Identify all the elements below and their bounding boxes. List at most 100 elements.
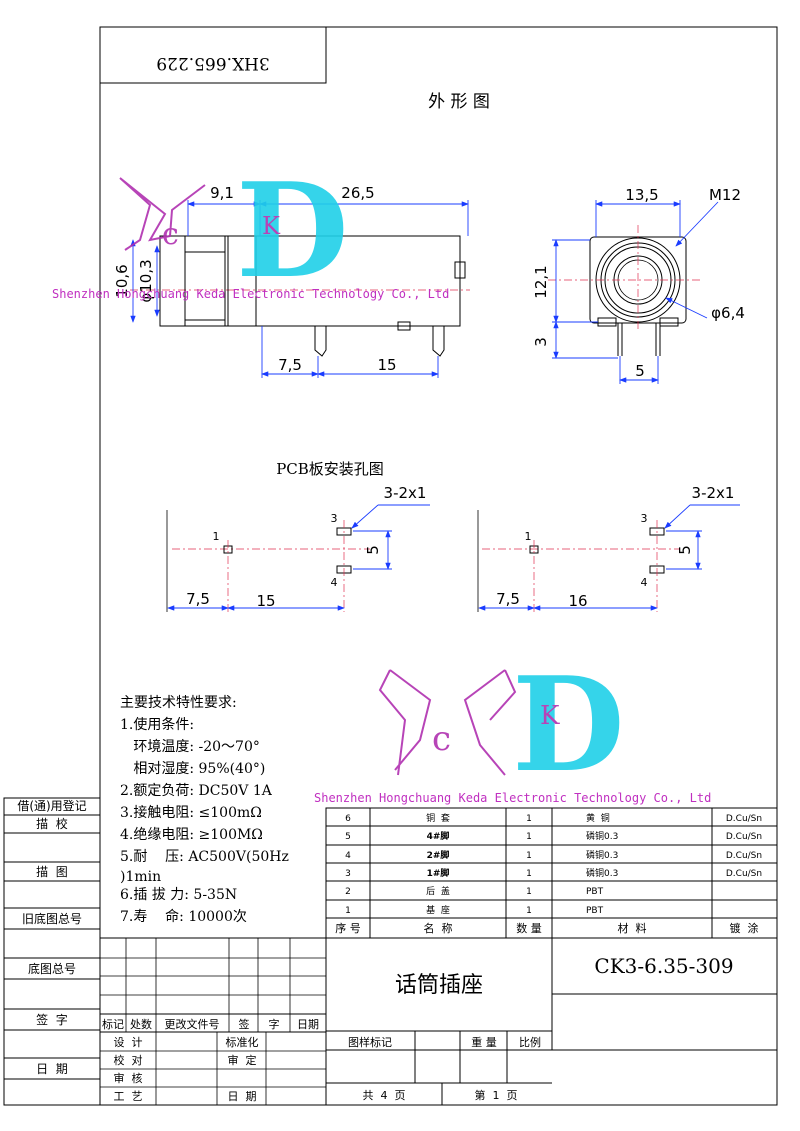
rev-header: 更改文件号 [165,1017,220,1031]
bom-cell: PBT [586,887,604,897]
bom-cell: 4 [345,851,351,861]
sheet-mark-label: 图样标记 [348,1035,392,1049]
bom-cell: D.Cu/Sn [726,869,762,879]
bom-cell: 3 [345,869,351,879]
logo-d-letter: D [512,648,625,801]
bom-header-cell: 序 号 [335,921,361,935]
weight-label: 重 量 [471,1035,497,1049]
pcb-right-pin-3: 3 [641,512,648,525]
bom-cell: 基 座 [426,904,450,916]
bom-cell: 6 [345,814,351,824]
spec-line: 3.接触电阻: ≤100mΩ [120,804,262,821]
model-number: CK3-6.35-309 [594,954,733,978]
bom-table: 6 铜 套 1 黄 铜 D.Cu/Sn 5 4#脚 1 磷铜0.3 D.Cu/S… [325,807,778,939]
product-name: 话筒插座 [395,973,483,998]
rev-header: 签 [239,1017,250,1031]
spec-line: 相对湿度: 95%(40°) [120,761,265,777]
front-view: 13,5 M12 12,1 3 φ6,4 5 [532,186,745,384]
dim-15: 15 [377,356,396,374]
bom-cell: 2#脚 [427,849,450,861]
pcb-title: PCB板安装孔图 [276,460,384,478]
bom-cell: 1 [526,851,532,861]
role-label: 标准化 [226,1035,259,1049]
dim-5: 5 [635,362,645,380]
rev-header: 日期 [297,1018,319,1031]
dim-13-5: 13,5 [625,186,658,204]
role-label: 设 计 [114,1036,143,1049]
bom-cell: D.Cu/Sn [726,832,762,842]
watermark-company-top: Shenzhen Hongchuang Keda Electronic Tech… [52,287,449,301]
role-label: 审 定 [228,1053,257,1067]
bom-cell: 铜 套 [426,812,450,824]
dim-3: 3 [532,337,550,347]
bom-cell: 1 [526,887,532,897]
pcb-right-callout: 3-2x1 [692,484,735,502]
side-label: 日 期 [36,1062,68,1076]
bom-cell: 黄 铜 [586,812,610,824]
spec-line: 6.插 拔 力: 5-35N [120,887,237,903]
watermark-logo-bottom: c D K [378,648,625,801]
spec-line: 7.寿 命: 10000次 [120,908,247,925]
bom-header-cell: 镀 涂 [730,921,759,935]
side-registration-strip: 借(通)用登记 描 校 描 图 旧底图总号 底图总号 签 字 日 期 [3,797,101,1106]
spec-line: 2.额定负荷: DC50V 1A [120,783,273,799]
bom-cell: 后 盖 [426,885,450,897]
logo-c-letter: c [432,719,451,759]
side-label: 借(通)用登记 [17,798,86,813]
pcb-left-pin-1: 1 [213,530,220,543]
pcb-left-pin-3: 3 [331,512,338,525]
sheet-border [99,26,778,1106]
rev-header: 处数 [130,1018,152,1031]
side-label: 签 字 [36,1012,68,1027]
watermark-company-bottom: Shenzhen Hongchuang Keda Electronic Tech… [314,791,711,805]
logo-c-letter: c [162,217,179,252]
dim-26-5: 26,5 [341,184,374,202]
dim-10-6: 10,6 [113,264,131,297]
logo-d-letter: D [236,154,349,307]
bom-header-cell: 材 料 [618,921,647,935]
drawing-number: 3HX.665.229 [156,53,269,73]
pcb-right-dim-16: 16 [568,592,587,610]
pcb-layout-left: 3-2x1 1 3 4 7,5 15 5 [166,484,430,612]
view-title: 外 形 图 [428,92,490,112]
spec-line: 环境温度: -20～70° [120,739,260,755]
spec-list: 主要技术特性要求: 1.使用条件: 环境温度: -20～70° 相对湿度: 95… [120,695,289,925]
bom-cell: D.Cu/Sn [726,851,762,861]
pcb-right-pin-4: 4 [641,576,648,589]
dim-phi-6-4: φ6,4 [711,304,745,322]
dim-7-5: 7,5 [278,356,302,374]
spec-heading: 主要技术特性要求: [120,695,237,711]
dim-12-1: 12,1 [532,265,550,298]
dim-9-1: 9,1 [210,184,234,202]
spec-line: 4.绝缘电阻: ≥100MΩ [120,827,263,843]
bom-cell: 1 [345,906,351,916]
side-label: 旧底图总号 [22,911,82,926]
side-label: 描 校 [36,816,68,831]
pcb-left-pin-4: 4 [331,576,338,589]
rev-header: 字 [269,1017,280,1031]
spec-line: )1min [120,869,161,885]
role-label: 日 期 [228,1090,257,1103]
pcb-left-dim-15: 15 [256,592,275,610]
bom-header-cell: 数 量 [516,922,542,935]
pcb-right-dim-7-5: 7,5 [496,590,520,608]
role-label: 工 艺 [114,1090,143,1103]
pcb-left-dim-5: 5 [364,545,382,555]
rev-header: 标记 [102,1017,124,1031]
bom-cell: 1#脚 [427,867,450,879]
side-label: 描 图 [36,865,68,879]
pcb-right-pin-1: 1 [525,530,532,543]
title-block: 话筒插座 CK3-6.35-309 图样标记 重 量 比例 共 4 页 第 1 … [100,937,777,1105]
pcb-left-dim-7-5: 7,5 [186,590,210,608]
spec-line: 1.使用条件: [120,716,194,733]
side-label: 底图总号 [28,961,76,976]
pcb-layout-right: 3-2x1 1 3 4 7,5 16 5 [477,484,740,612]
spec-line: 5.耐 压: AC500V(50Hz [120,849,289,865]
watermark-logo-top: c D K [119,154,349,307]
logo-k-letter: K [540,701,560,731]
bom-cell: 1 [526,814,532,824]
bom-cell: 5 [345,832,351,842]
bom-cell: 1 [526,906,532,916]
bom-cell: 磷铜0.3 [586,867,618,879]
